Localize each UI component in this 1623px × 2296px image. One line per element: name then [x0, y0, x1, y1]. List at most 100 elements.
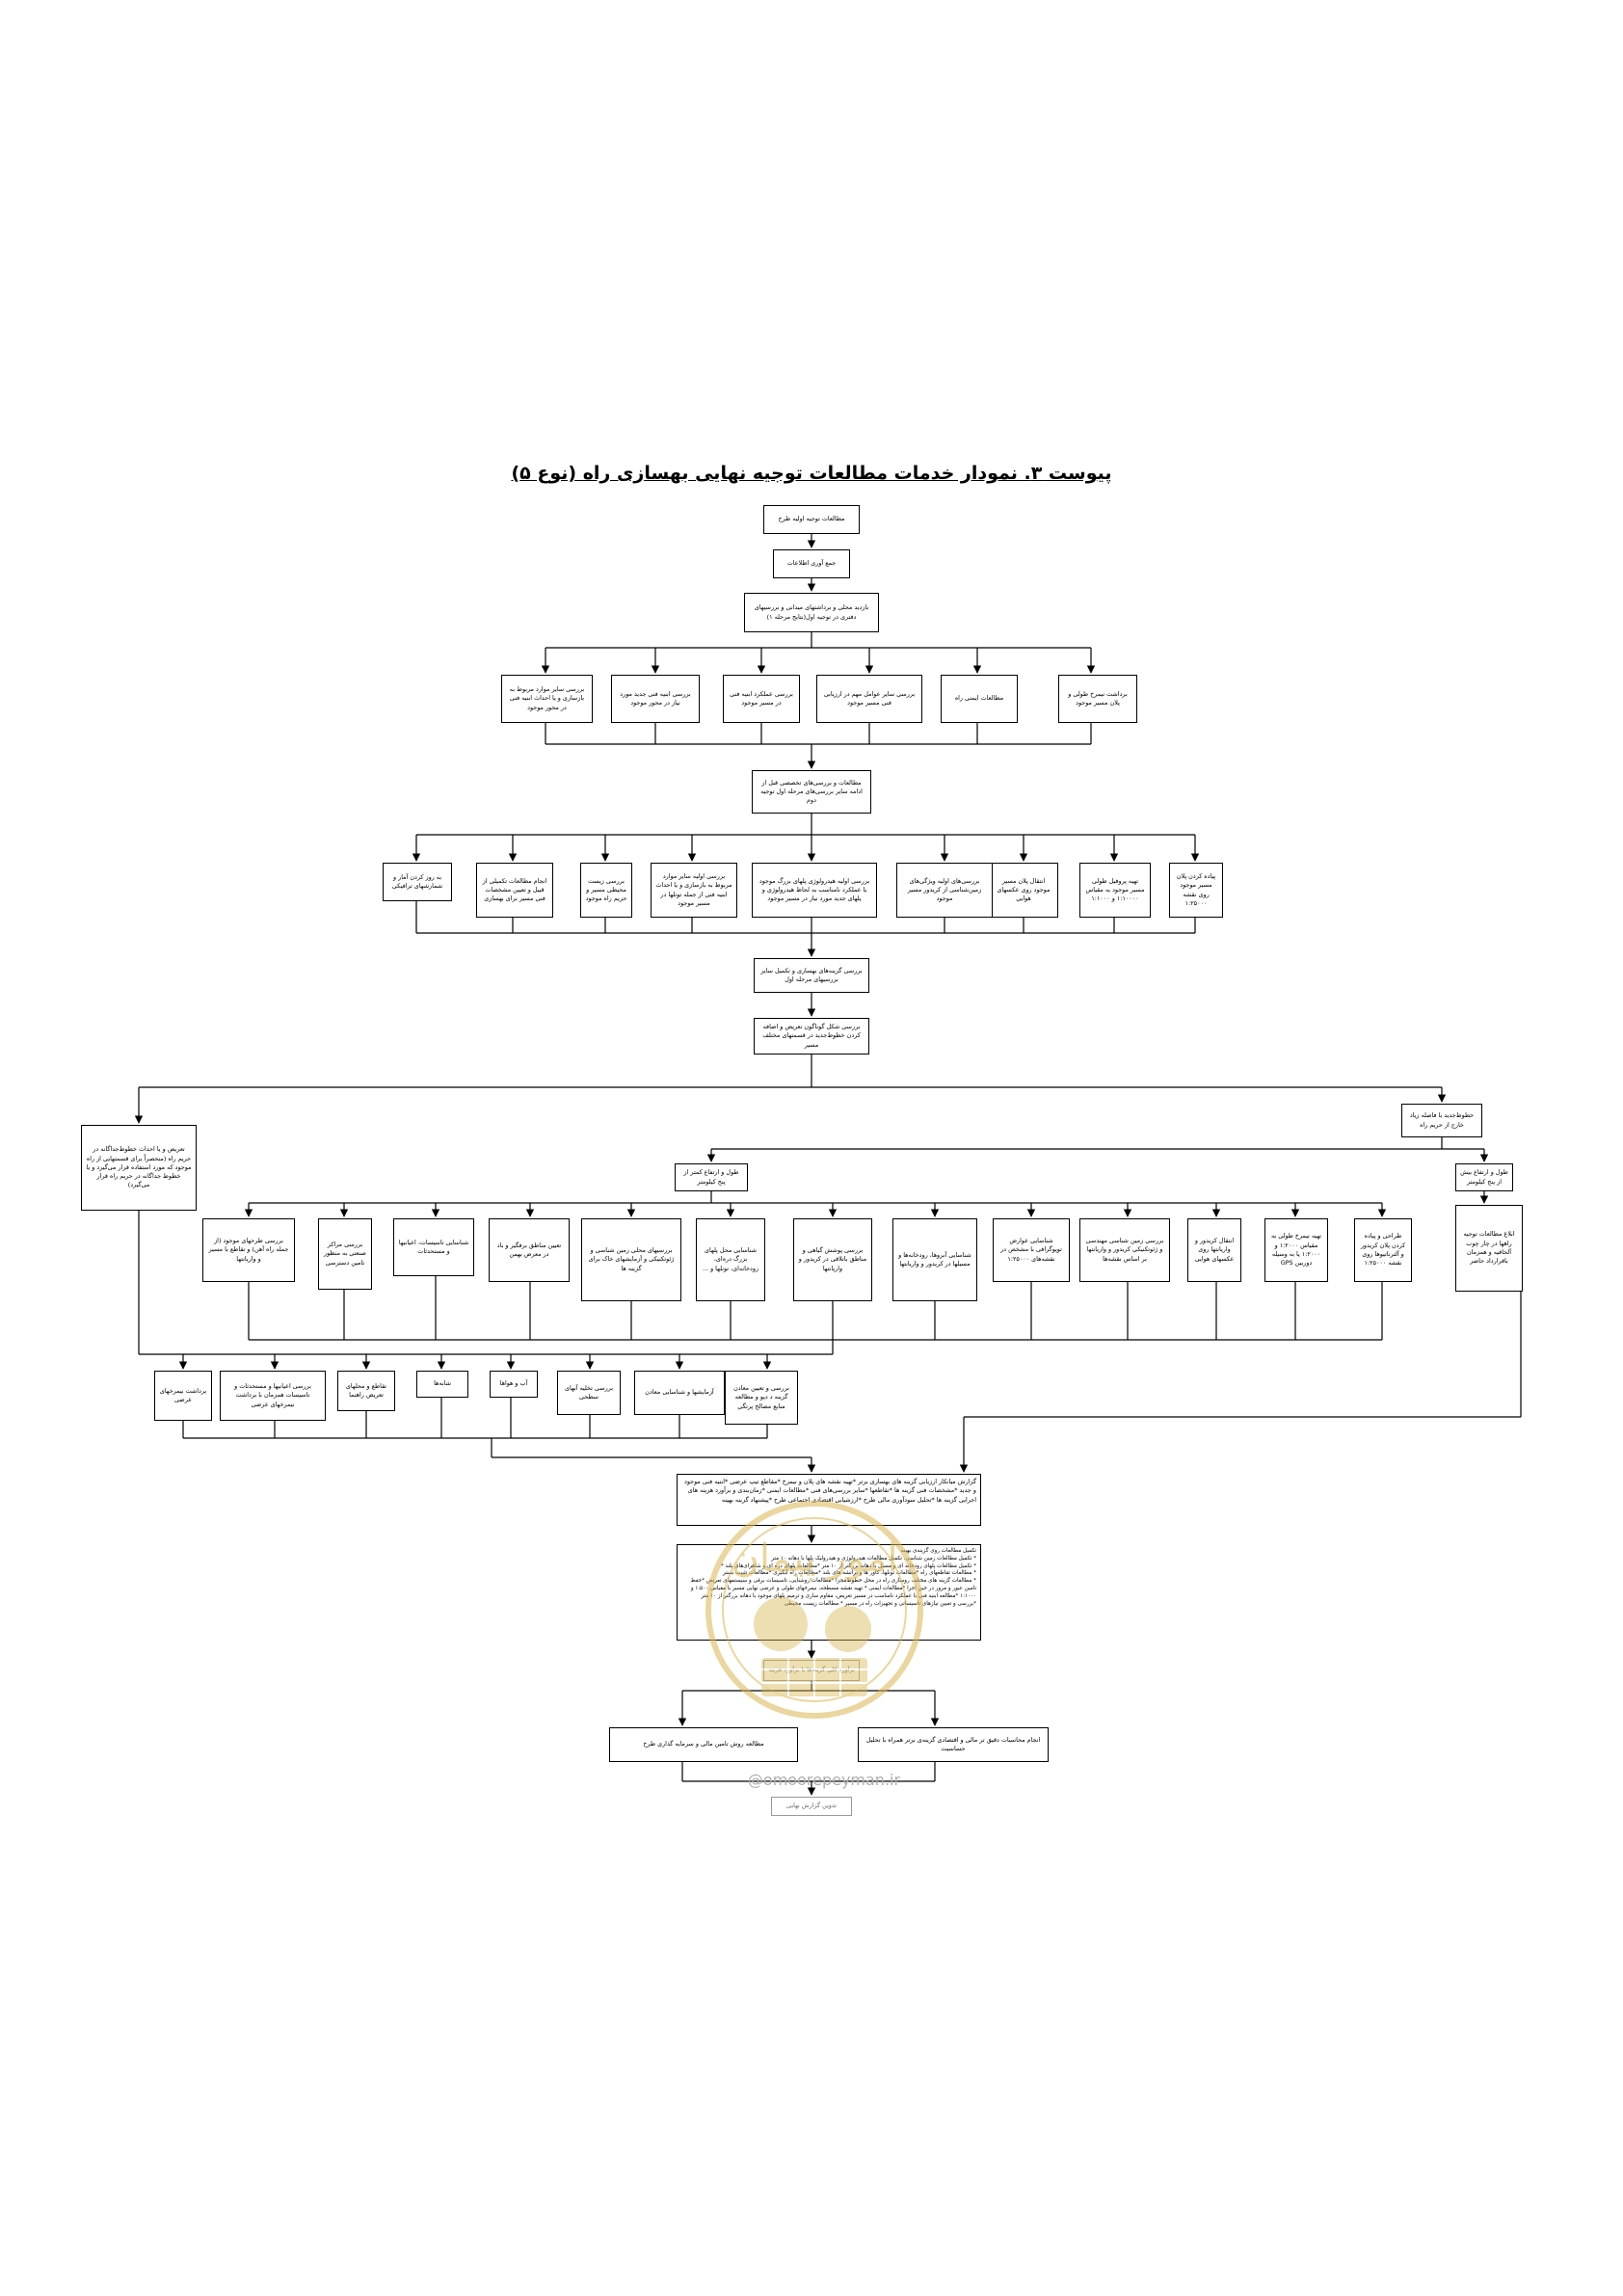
box-r2-environment: بررسی زیست محیطی مسیر و حریم راه موجود — [580, 863, 632, 918]
box-initial-justification: مطالعات توجیه اولیه طرح — [763, 505, 860, 534]
box-interim-report: گزارش میانکار ارزیابی گزینه های بهسازی ب… — [677, 1474, 981, 1526]
box-label: تعیین مناطق برفگیر و باد در معرض بهمن — [496, 1241, 562, 1258]
box-label: شانه‌ها — [434, 1379, 451, 1388]
box-label: انجام محاسبات دقیق تر مالی و اقتصادی گزی… — [865, 1735, 1041, 1752]
box-label: انتقال کریدور و واریانتها روی عکسهای هوا… — [1194, 1237, 1235, 1263]
box-r1-profile-survey: برداشت نیمرخ طولی و پلان مسیر موجود — [1058, 675, 1137, 723]
box-label: بررسی مراکز صنعتی به منظور تامین دسترسی — [324, 1241, 366, 1267]
box-field-visit: بازدید محلی و برداشتهای میدانی و بررسیها… — [744, 593, 879, 632]
box-label: بررسی تخلیه آبهای سطحی — [565, 1383, 613, 1401]
box-label: گزارش میانکار ارزیابی گزینه های بهسازی ب… — [684, 1478, 976, 1504]
box-label: طول و ارتفاع کمتر از پنج کیلومتر — [683, 1168, 739, 1186]
box-r2-geology: بررسی‌های اولیه ویژگی‌های زمین‌شناسی از … — [896, 863, 993, 918]
box-label: انجام مطالعات تکمیلی از قبیل و تعیین مشخ… — [482, 876, 547, 903]
box-widening-forms: بررسی شکل گوناگون تعریض و اضافه کردن خطو… — [754, 1018, 869, 1055]
box-label: بررسی زمین شناسی مهندسی و ژئوتکنیکی کرید… — [1085, 1237, 1164, 1263]
box-r3-corridor-design: طراحی و پیاده کردن پلان کریدور و آلترنات… — [1354, 1218, 1412, 1282]
box-label: تدوین گزارش نهایی — [786, 1802, 837, 1810]
box-label: طراحی و پیاده کردن پلان کریدور و آلترنات… — [1360, 1232, 1406, 1268]
box-label: تهیه پروفیل طولی مسیر موجود به مقیاس ۱:۱… — [1085, 876, 1145, 903]
box-label: شناسایی عوارض توپوگرافی با مشخص در نقشه‌… — [1000, 1237, 1062, 1263]
box-label: بازدید محلی و برداشتهای میدانی و بررسیها… — [754, 603, 869, 621]
box-r3-existing-plans: بررسی طرحهای موجود (از جمله راه آهن) و ت… — [202, 1218, 295, 1282]
box-widening-in-right-of-way: تعریض و یا احداث خطوط‌جداگانه در حریم را… — [81, 1125, 197, 1211]
box-label: آب و هواها — [499, 1379, 528, 1388]
box-r1-structures-performance: بررسی عملکرد ابنیه فنی در مسیر موجود — [723, 675, 800, 723]
page-title: پیوست ۳. نمودار خدمات مطالعات توجیه نهای… — [511, 463, 1112, 484]
box-r2-plan-on-map: پیاده کردن پلان مسیر موجود روی نقشه ۱:۲۵… — [1169, 863, 1223, 918]
box-r4-shoulders: شانه‌ها — [416, 1371, 468, 1398]
box-label: بررسی‌های اولیه ویژگی‌های زمین‌شناسی از … — [907, 876, 982, 903]
box-r1-other-structures: بررسی سایر موارد مربوط به بازسازی و یا ا… — [501, 675, 593, 723]
box-financing-study: مطالعه روش تامین مالی و سرمایه گذاری طرح — [609, 1727, 798, 1762]
box-r4-structures-survey: بررسی اعیانیها و مستحدثات و تاسیسات همزم… — [220, 1371, 326, 1421]
box-r1-new-structures: بررسی ابنیه فنی جدید مورد نیاز در محور م… — [611, 675, 700, 723]
box-label: پیاده کردن پلان مسیر موجود روی نقشه ۱:۲۵… — [1176, 871, 1216, 907]
box-r3-facilities: شناسایی تاسیسات، اعیانیها و مستحدثات — [393, 1218, 474, 1276]
box-r4-mine-tests: آزمایشها و شناسایی معادن — [634, 1371, 725, 1415]
box-label: مطالعات ایمنی راه — [954, 694, 1004, 703]
box-label: بررسی طرحهای موجود (از جمله راه آهن) و ت… — [208, 1237, 289, 1263]
box-r3-bridges-tunnels: شناسایی محل پلهای بزرگ دره‌ای، رودخانه‌ا… — [696, 1218, 765, 1301]
box-label: شناسایی تاسیسات، اعیانیها و مستحدثات — [398, 1238, 469, 1255]
box-label: بررسی ابنیه فنی جدید مورد نیاز در محور م… — [620, 689, 691, 707]
box-r4-cross-sections: برداشت نیمرخهای عرضی — [154, 1371, 212, 1421]
box-label: ابلاغ مطالعات توجیه راهها در چار چوب آلح… — [1463, 1230, 1515, 1266]
watermark-handle: @omoorepeyman.ir — [747, 1771, 901, 1789]
box-data-collection: جمع آوری اطلاعات — [773, 549, 850, 578]
box-r3-engineering-geology: بررسی زمین شناسی مهندسی و ژئوتکنیکی کرید… — [1079, 1218, 1170, 1282]
box-label: بررسی گزینه‌های بهسازی و تکمیل سایر بررس… — [760, 966, 863, 983]
box-label: بررسی سایر عوامل مهم در ارزیابی فنی مسیر… — [823, 689, 916, 707]
box-label: خطوط‌جدید با فاصله زیاد خارج از حریم راه — [1409, 1111, 1475, 1129]
box-r2-supplementary: انجام مطالعات تکمیلی از قبیل و تعیین مشخ… — [476, 863, 553, 918]
box-r3-topography: شناسایی عوارض توپوگرافی با مشخص در نقشه‌… — [993, 1218, 1070, 1282]
box-r2-traffic-counts: به روز کردن آمار و شمارشهای ترافیکی — [383, 863, 452, 901]
box-r2-long-profile: تهیه پروفیل طولی مسیر موجود به مقیاس ۱:۱… — [1079, 863, 1151, 918]
box-new-lanes-far: خطوط‌جدید با فاصله زیاد خارج از حریم راه — [1401, 1104, 1482, 1137]
box-label: بررسی عملکرد ابنیه فنی در مسیر موجود — [730, 689, 793, 707]
box-label: برداشت نیمرخ طولی و پلان مسیر موجود — [1068, 689, 1128, 707]
box-label: بررسی اولیه هیدرولوژی پلهای بزرگ موجود ی… — [758, 876, 870, 903]
box-r3-vegetation: بررسی پوشش گیاهی و مناطق باتلاقی در کرید… — [793, 1218, 872, 1301]
box-label: برداشت نیمرخهای عرضی — [159, 1386, 207, 1403]
box-label: بررسی زیست محیطی مسیر و حریم راه موجود — [585, 876, 627, 903]
svg-text:امور پیمان: امور پیمان — [731, 1536, 897, 1581]
box-label: به روز کردن آمار و شمارشهای ترافیکی — [391, 872, 443, 890]
box-specialist-studies: مطالعات و بررسی‌های تخصصی قبل از ادامه س… — [752, 770, 871, 814]
box-r3-industrial-access: بررسی مراکز صنعتی به منظور تامین دسترسی — [318, 1218, 372, 1290]
box-label: تعریض و یا احداث خطوط‌جداگانه در حریم را… — [86, 1145, 192, 1189]
box-label: تهیه نیمرخ طولی به مقیاس ۱:۲۰۰۰ و ۱:۲۰۰۰… — [1270, 1232, 1322, 1268]
box-label: آزمایشها و شناسایی معادن — [645, 1388, 714, 1397]
box-label: شناسایی محل پلهای بزرگ دره‌ای، رودخانه‌ا… — [702, 1246, 759, 1272]
box-label: تقاطع و محلهای تعریض راهنما — [345, 1381, 387, 1399]
box-label: بررسیهای محلی زمین شناسی و ژئوتکنیکی و آ… — [588, 1246, 675, 1272]
box-label: طول و ارتفاع بیش از پنج کیلومتر — [1460, 1168, 1508, 1186]
box-r3-justification-contract: ابلاغ مطالعات توجیه راهها در چار چوب آلح… — [1455, 1205, 1523, 1292]
box-label: بررسی و تعیین معادن گزینه د دپو و مطالعه… — [733, 1384, 789, 1410]
box-label: شناسایی آبروها، رودخانه‌ها و مسیلها در ک… — [898, 1250, 971, 1268]
box-label: بررسی شکل گوناگون تعریض و اضافه کردن خطو… — [762, 1023, 861, 1049]
box-r3-gps-profile: تهیه نیمرخ طولی به مقیاس ۱:۲۰۰۰ و ۱:۲۰۰۰… — [1264, 1218, 1328, 1282]
box-r3-waterways: شناسایی آبروها، رودخانه‌ها و مسیلها در ک… — [892, 1218, 977, 1301]
box-r2-hydrology: بررسی اولیه هیدرولوژی پلهای بزرگ موجود ی… — [752, 863, 877, 918]
box-r4-intersections: تقاطع و محلهای تعریض راهنما — [337, 1371, 395, 1411]
box-r3-soil-tests: بررسیهای محلی زمین شناسی و ژئوتکنیکی و آ… — [581, 1218, 681, 1301]
box-r3-snow-avalanche: تعیین مناطق برفگیر و باد در معرض بهمن — [489, 1218, 570, 1282]
box-r4-weather: آب و هواها — [490, 1371, 538, 1398]
box-label: بررسی پوشش گیاهی و مناطق باتلاقی در کرید… — [798, 1246, 867, 1272]
box-label: انتقال پلان مسیر موجود روی عکسهای هوایی — [997, 876, 1051, 903]
box-r2-tunnels: بررسی اولیه سایر موارد مربوط به بازسازی … — [651, 863, 737, 918]
box-length-under-5km: طول و ارتفاع کمتر از پنج کیلومتر — [675, 1163, 748, 1191]
box-label: جمع آوری اطلاعات — [786, 559, 837, 568]
box-improvement-alternatives: بررسی گزینه‌های بهسازی و تکمیل سایر بررس… — [754, 958, 869, 993]
box-financial-analysis: انجام محاسبات دقیق تر مالی و اقتصادی گزی… — [858, 1727, 1049, 1762]
box-final-report: تدوین گزارش نهایی — [771, 1797, 852, 1816]
box-label: بررسی سایر موارد مربوط به بازسازی و یا ا… — [509, 685, 585, 711]
box-r4-surface-drainage: بررسی تخلیه آبهای سطحی — [557, 1371, 621, 1415]
box-r3-transfer-aerial: انتقال کریدور و واریانتها روی عکسهای هوا… — [1187, 1218, 1241, 1282]
box-label: مطالعات توجیه اولیه طرح — [778, 515, 845, 523]
box-r1-safety: مطالعات ایمنی راه — [941, 675, 1018, 723]
omoorepeyman-logo: امور پیمان — [705, 1501, 923, 1719]
box-label: بررسی اولیه سایر موارد مربوط به بازسازی … — [655, 871, 732, 907]
